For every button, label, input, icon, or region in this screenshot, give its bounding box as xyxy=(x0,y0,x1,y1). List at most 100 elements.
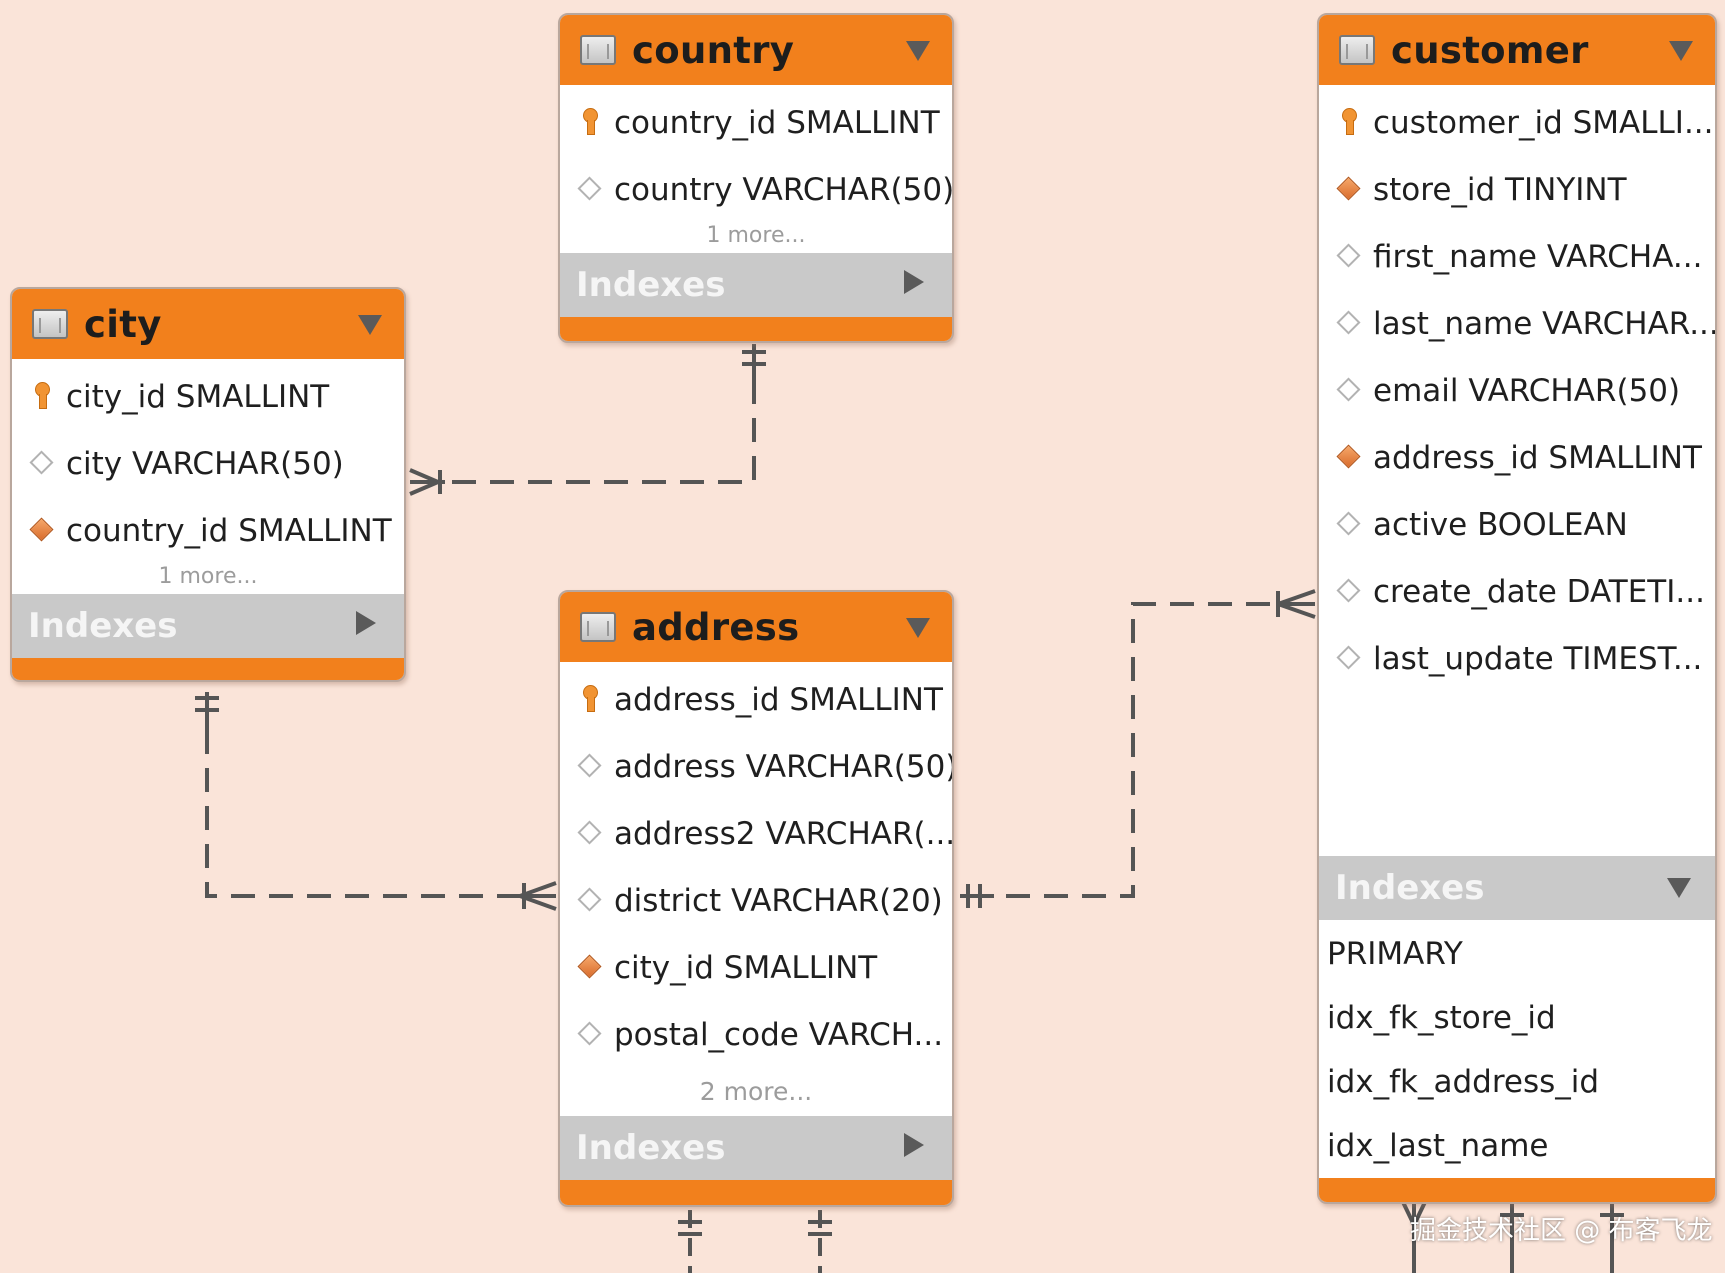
table-title: country xyxy=(632,28,795,72)
column-label: store_id TINYINT xyxy=(1373,171,1627,208)
column-row[interactable]: address VARCHAR(50) xyxy=(560,733,952,800)
primary-key-icon xyxy=(28,380,56,414)
column-label: postal_code VARCH... xyxy=(614,1016,944,1053)
column-icon xyxy=(1335,307,1363,341)
table-address[interactable]: address address_id SMALLINT address VARC… xyxy=(558,590,954,1207)
collapse-arrow-icon[interactable] xyxy=(358,315,382,335)
table-footer xyxy=(560,1180,952,1205)
crowfoot-mark xyxy=(1277,589,1316,606)
crowfoot-mark xyxy=(1277,602,1316,619)
column-row[interactable]: customer_id SMALLI... xyxy=(1319,89,1715,156)
column-label: create_date DATETI... xyxy=(1373,573,1705,610)
table-customer[interactable]: customer customer_id SMALLI... store_id … xyxy=(1317,13,1717,1204)
table-footer xyxy=(560,317,952,341)
foreign-key-icon xyxy=(28,514,56,548)
table-header[interactable]: city xyxy=(12,289,404,359)
column-row[interactable]: country_id SMALLINT xyxy=(12,497,404,564)
expand-arrow-icon[interactable] xyxy=(904,270,924,294)
column-label: last_name VARCHAR... xyxy=(1373,305,1715,342)
indexes-label: Indexes xyxy=(1335,868,1485,908)
column-row[interactable]: email VARCHAR(50) xyxy=(1319,357,1715,424)
primary-key-icon xyxy=(576,106,604,140)
table-icon xyxy=(32,309,68,339)
column-label: city_id SMALLINT xyxy=(66,378,330,415)
column-icon xyxy=(1335,642,1363,676)
table-footer xyxy=(1319,1178,1715,1202)
table-footer xyxy=(12,658,404,680)
collapse-arrow-icon[interactable] xyxy=(906,618,930,638)
city-country-link xyxy=(445,380,756,484)
primary-key-icon xyxy=(576,683,604,717)
column-label: customer_id SMALLI... xyxy=(1373,104,1714,141)
column-icon xyxy=(576,750,604,784)
column-label: email VARCHAR(50) xyxy=(1373,372,1681,409)
column-label: address_id SMALLINT xyxy=(614,681,943,718)
column-row[interactable]: city_id SMALLINT xyxy=(12,363,404,430)
column-row[interactable]: first_name VARCHA... xyxy=(1319,223,1715,290)
column-row[interactable]: address_id SMALLINT xyxy=(560,666,952,733)
column-label: city VARCHAR(50) xyxy=(66,445,344,482)
indexes-bar[interactable]: Indexes xyxy=(560,1116,952,1180)
column-label: address_id SMALLINT xyxy=(1373,439,1702,476)
column-row[interactable]: country_id SMALLINT xyxy=(560,89,952,156)
address-city-link xyxy=(205,730,520,898)
column-icon xyxy=(28,447,56,481)
more-columns-link[interactable]: 1 more... xyxy=(158,564,258,589)
column-row[interactable]: district VARCHAR(20) xyxy=(560,867,952,934)
column-icon xyxy=(576,1018,604,1052)
index-item[interactable]: idx_fk_store_id xyxy=(1327,1000,1556,1036)
column-label: city_id SMALLINT xyxy=(614,949,878,986)
column-row[interactable]: last_name VARCHAR... xyxy=(1319,290,1715,357)
column-row[interactable]: address_id SMALLINT xyxy=(1319,424,1715,491)
more-columns-link[interactable]: 1 more... xyxy=(706,223,806,248)
column-row[interactable]: city VARCHAR(50) xyxy=(12,430,404,497)
column-icon xyxy=(576,817,604,851)
foreign-key-icon xyxy=(1335,441,1363,475)
column-label: last_update TIMEST... xyxy=(1373,640,1703,677)
table-country[interactable]: country country_id SMALLINT country VARC… xyxy=(558,13,954,343)
indexes-label: Indexes xyxy=(28,606,178,646)
collapse-arrow-icon[interactable] xyxy=(1669,41,1693,61)
table-title: city xyxy=(84,302,162,346)
foreign-key-icon xyxy=(1335,173,1363,207)
table-header[interactable]: customer xyxy=(1319,15,1715,85)
indexes-bar[interactable]: Indexes xyxy=(1319,856,1715,920)
index-item[interactable]: idx_last_name xyxy=(1327,1128,1549,1164)
table-header[interactable]: address xyxy=(560,592,952,662)
column-row[interactable]: postal_code VARCH... xyxy=(560,1001,952,1068)
column-row[interactable]: last_update TIMEST... xyxy=(1319,625,1715,692)
column-label: active BOOLEAN xyxy=(1373,506,1628,543)
index-item[interactable]: PRIMARY xyxy=(1327,936,1463,972)
index-item[interactable]: idx_fk_address_id xyxy=(1327,1064,1600,1100)
expand-arrow-icon[interactable] xyxy=(904,1133,924,1157)
column-label: first_name VARCHA... xyxy=(1373,238,1703,275)
collapse-arrow-icon[interactable] xyxy=(906,41,930,61)
crowfoot-mark xyxy=(1412,1199,1428,1226)
indexes-bar[interactable]: Indexes xyxy=(12,594,404,658)
index-list: PRIMARY idx_fk_store_id idx_fk_address_i… xyxy=(1319,920,1715,1178)
column-row[interactable]: create_date DATETI... xyxy=(1319,558,1715,625)
crowfoot-mark xyxy=(1400,1199,1416,1226)
collapse-arrow-icon[interactable] xyxy=(1667,878,1691,898)
column-row[interactable]: city_id SMALLINT xyxy=(560,934,952,1001)
column-row[interactable]: store_id TINYINT xyxy=(1319,156,1715,223)
table-title: customer xyxy=(1391,28,1589,72)
table-header[interactable]: country xyxy=(560,15,952,85)
column-row[interactable]: active BOOLEAN xyxy=(1319,491,1715,558)
watermark: 掘金技术社区 @ 布客飞龙 xyxy=(1410,1216,1713,1246)
expand-arrow-icon[interactable] xyxy=(356,611,376,635)
column-icon xyxy=(1335,575,1363,609)
column-row[interactable]: address2 VARCHAR(... xyxy=(560,800,952,867)
column-row[interactable]: country VARCHAR(50) xyxy=(560,156,952,223)
indexes-label: Indexes xyxy=(576,265,726,305)
more-columns-link[interactable]: 2 more... xyxy=(699,1077,813,1106)
table-icon xyxy=(1339,35,1375,65)
indexes-bar[interactable]: Indexes xyxy=(560,253,952,317)
column-icon xyxy=(1335,508,1363,542)
table-title: address xyxy=(632,605,800,649)
indexes-label: Indexes xyxy=(576,1128,726,1168)
column-icon xyxy=(1335,240,1363,274)
table-city[interactable]: city city_id SMALLINT city VARCHAR(50) c… xyxy=(10,287,406,682)
column-icon xyxy=(576,173,604,207)
